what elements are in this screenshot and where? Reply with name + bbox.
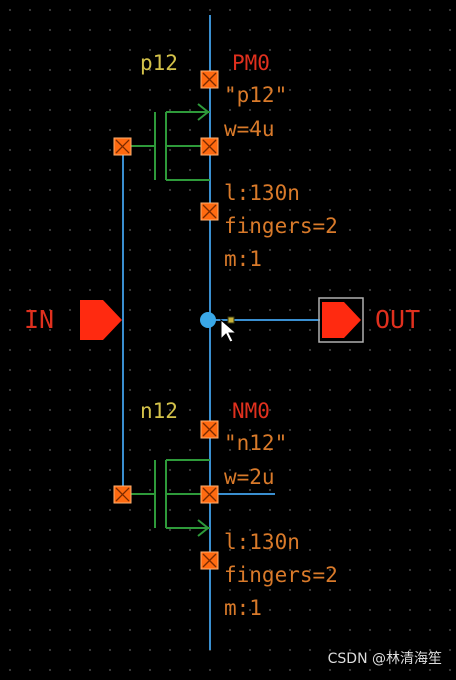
nmos-symbol[interactable]: [123, 459, 210, 537]
net-snap-marker: [227, 316, 235, 324]
nmos-model-label: n12: [140, 399, 178, 423]
terminal-square-icon[interactable]: [113, 137, 132, 156]
input-pin-label: IN: [24, 305, 55, 334]
terminal-square-icon[interactable]: [113, 485, 132, 504]
terminal-square-icon[interactable]: [200, 137, 219, 156]
output-pin-label: OUT: [375, 305, 421, 334]
pmos-width: w=4u: [224, 117, 275, 141]
net-junction-dot[interactable]: [200, 312, 216, 328]
pmos-symbol[interactable]: [123, 103, 210, 181]
input-pin-icon[interactable]: [80, 300, 122, 340]
nmos-instance-label: NM0: [232, 399, 270, 423]
terminal-square-icon[interactable]: [200, 202, 219, 221]
pmos-instance-label: PM0: [232, 51, 270, 75]
pmos-length: l:130n: [224, 181, 300, 205]
pmos-fingers: fingers=2: [224, 214, 338, 238]
terminal-square-icon[interactable]: [200, 485, 219, 504]
pmos-multiplier: m:1: [224, 247, 262, 271]
watermark-text: CSDN @林清海笙: [327, 651, 442, 667]
nmos-fingers: fingers=2: [224, 563, 338, 587]
terminal-square-icon[interactable]: [200, 551, 219, 570]
nmos-model-quoted: "n12": [224, 431, 288, 455]
pmos-model-quoted: "p12": [224, 83, 288, 107]
terminal-square-icon[interactable]: [200, 420, 219, 439]
mouse-pointer-icon: [220, 318, 238, 343]
pmos-model-label: p12: [140, 51, 178, 75]
nmos-length: l:130n: [224, 530, 300, 554]
terminals: [113, 70, 219, 570]
terminal-square-icon[interactable]: [200, 70, 219, 89]
nmos-multiplier: m:1: [224, 596, 262, 620]
output-pin-icon[interactable]: [318, 297, 364, 343]
nmos-width: w=2u: [224, 465, 275, 489]
